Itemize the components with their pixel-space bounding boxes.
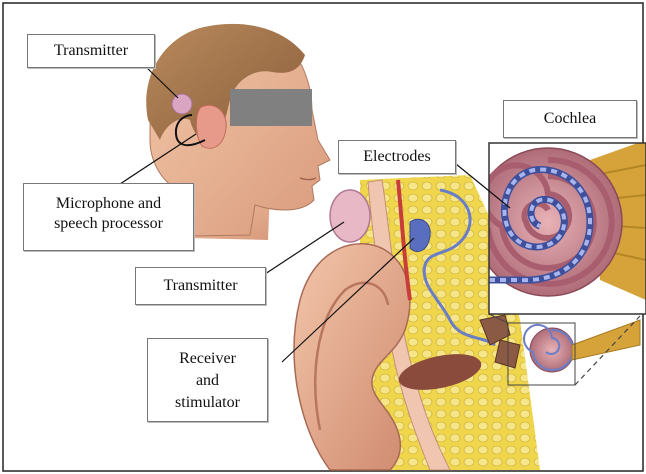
transmitter-coil-small [172, 94, 192, 114]
label-receiver-line2: and [156, 370, 259, 392]
label-transmitter-mid: Transmitter [135, 267, 266, 305]
label-receiver-line3: stimulator [156, 392, 259, 414]
label-electrodes: Electrodes [338, 140, 456, 174]
label-microphone-speech-processor: Microphone and speech processor [23, 183, 194, 251]
label-receiver-line1: Receiver [156, 348, 259, 370]
label-transmitter-top: Transmitter [27, 34, 155, 68]
label-cochlea-text: Cochlea [544, 110, 596, 127]
cochlea-inset [474, 140, 646, 314]
label-microphone-line2: speech processor [32, 214, 185, 234]
label-microphone-line1: Microphone and [32, 194, 185, 214]
redacted-eye-bar [230, 89, 312, 126]
label-transmitter-mid-text: Transmitter [163, 277, 237, 294]
label-cochlea: Cochlea [503, 100, 637, 138]
label-receiver-stimulator: Receiver and stimulator [147, 338, 268, 422]
label-electrodes-text: Electrodes [363, 148, 431, 165]
transmitter-coil-large [330, 190, 370, 242]
label-transmitter-top-text: Transmitter [54, 42, 128, 59]
